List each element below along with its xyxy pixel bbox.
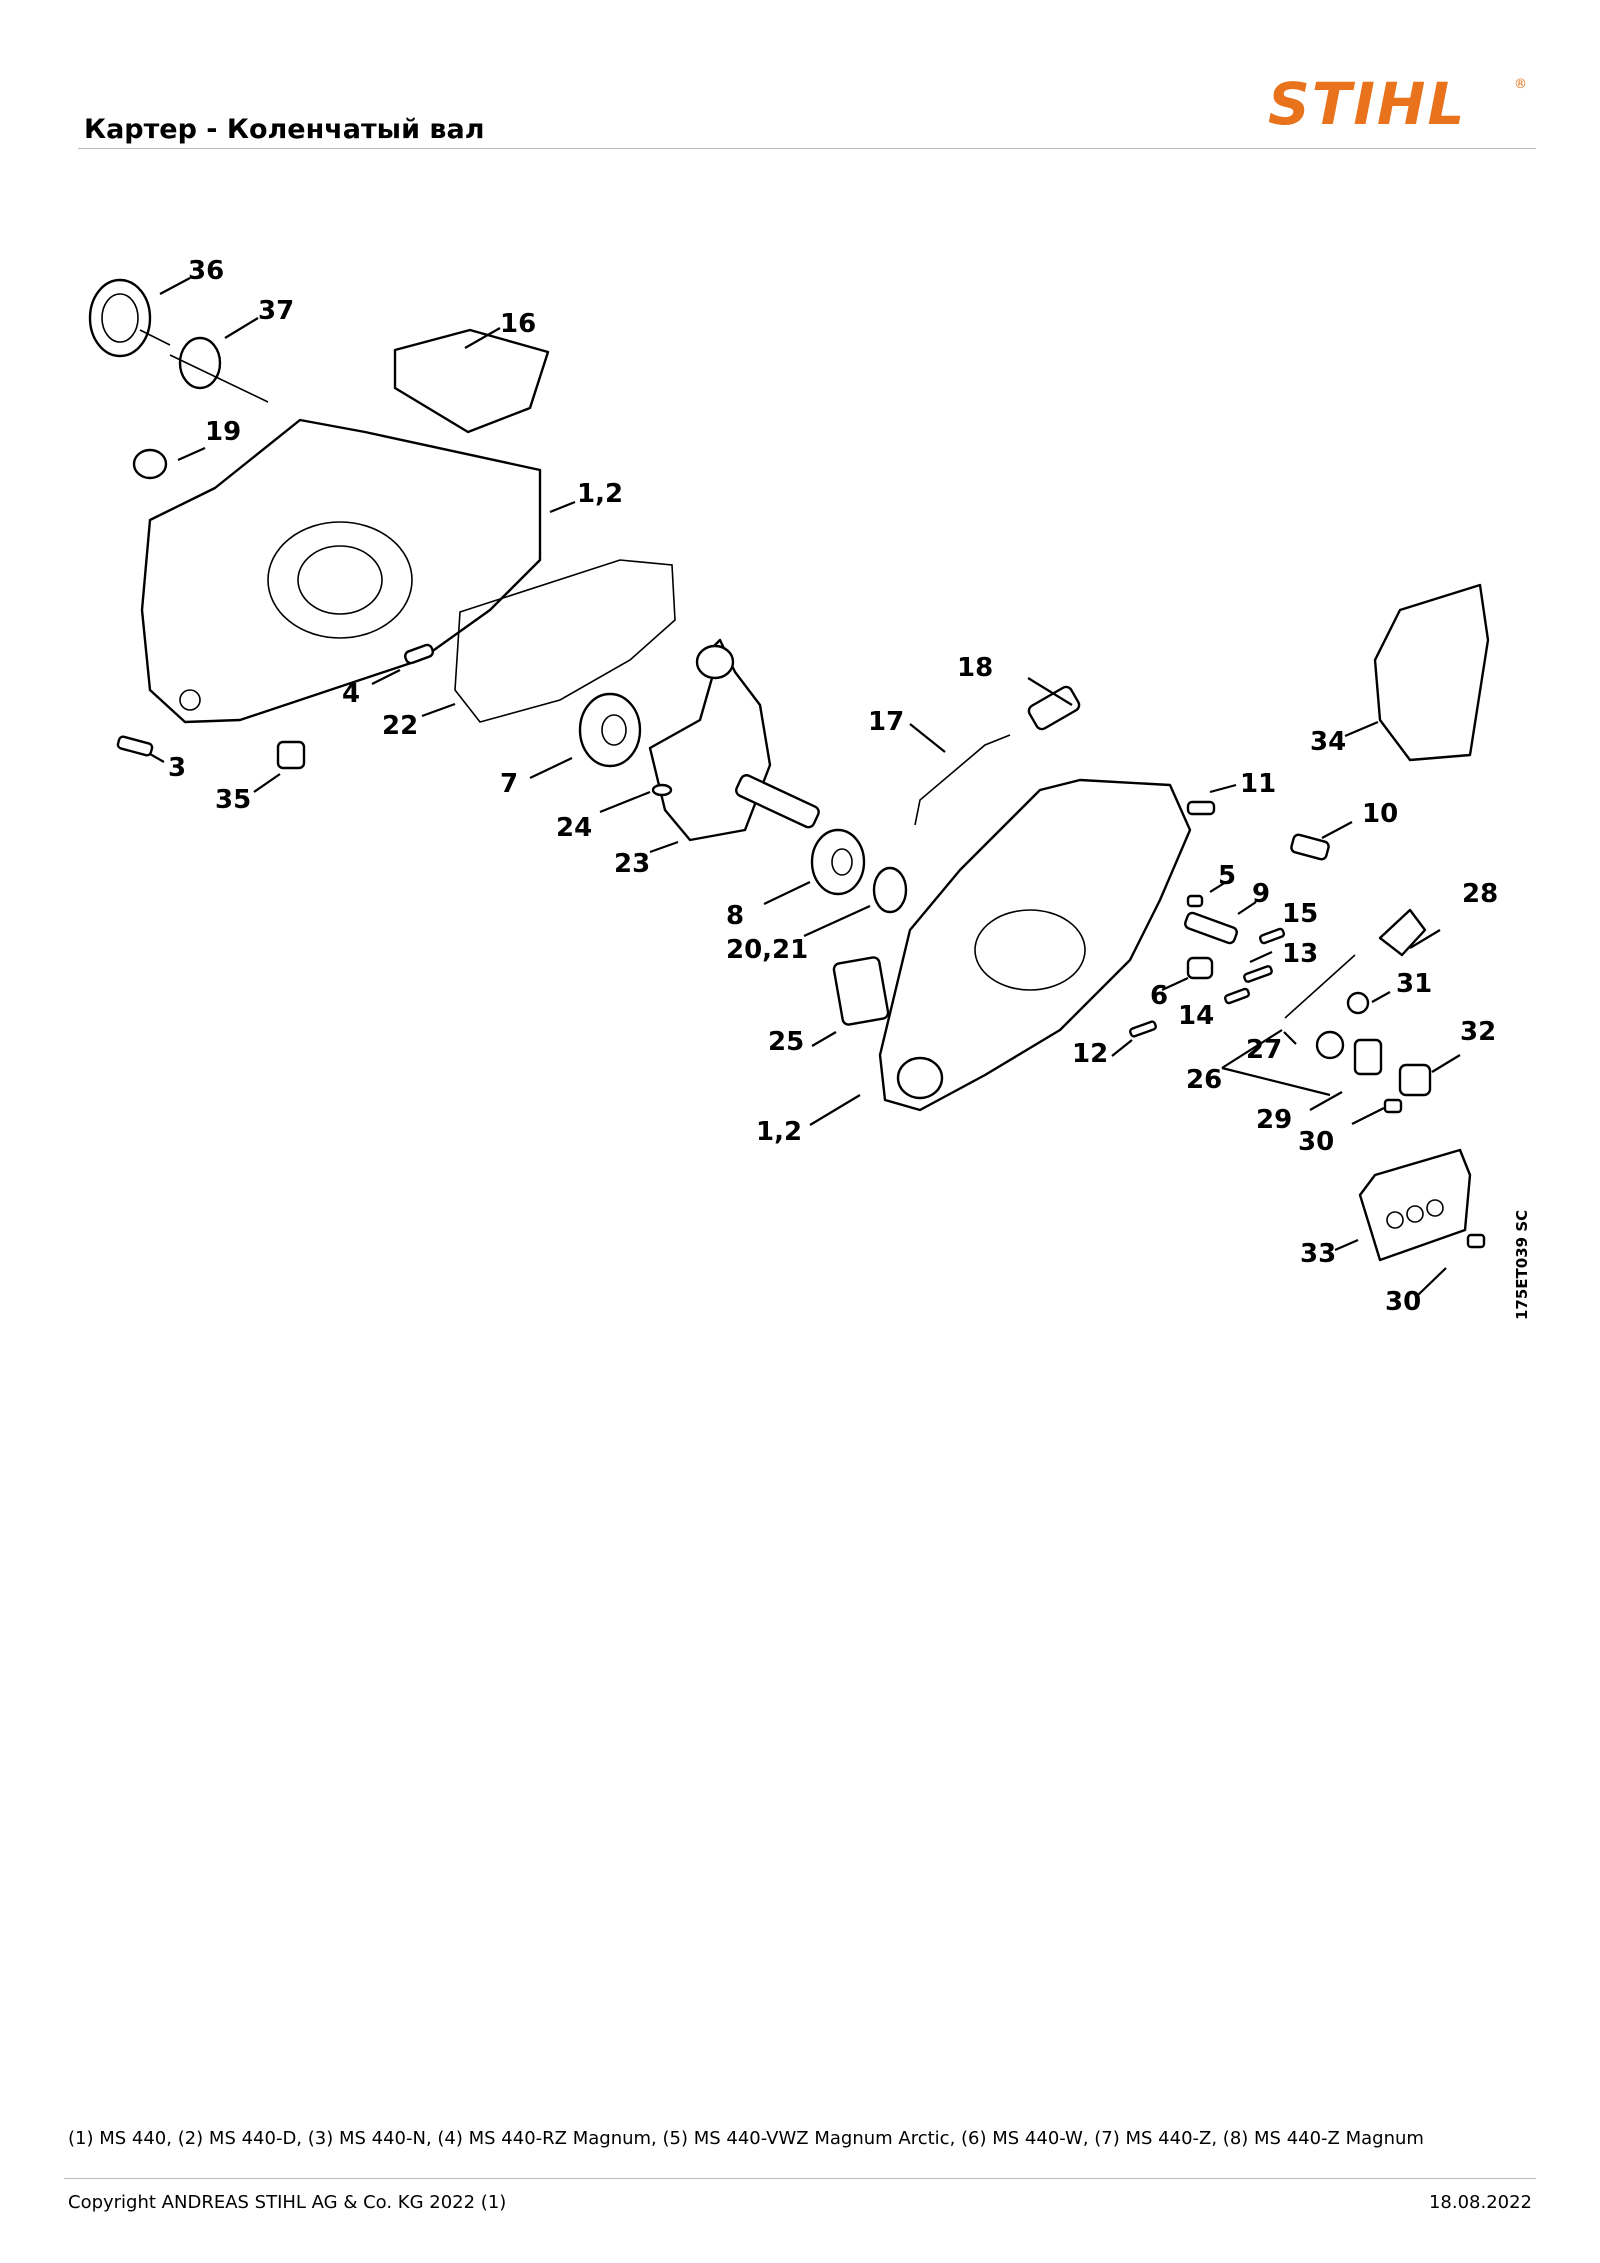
part-30-drawing-b (1466, 1233, 1486, 1249)
callout-label: 26 (1186, 1065, 1222, 1095)
part-17-drawing (914, 734, 1011, 826)
part-25-drawing (832, 956, 890, 1026)
callout-label: 30 (1298, 1127, 1334, 1157)
callout-label: 30 (1385, 1287, 1421, 1317)
stihl-logo: STIHL ® (1268, 70, 1527, 138)
registered-mark: ® (1514, 77, 1527, 92)
part-6-drawing (1186, 956, 1214, 980)
callout-label: 13 (1282, 939, 1318, 969)
page-title: Картер - Коленчатый вал (84, 114, 485, 145)
part-12-drawing (1129, 1020, 1157, 1038)
part-8-drawing (810, 828, 866, 896)
callout-label: 19 (205, 417, 241, 447)
part-34-drawing (1373, 583, 1490, 762)
callout-label: 1,2 (577, 479, 623, 509)
part-36-drawing (88, 278, 171, 358)
stihl-logo-text: STIHL (1268, 70, 1466, 138)
callout-label: 8 (726, 901, 744, 931)
part-4-drawing (404, 643, 434, 665)
models-legend: (1) MS 440, (2) MS 440-D, (3) MS 440-N, … (68, 2128, 1424, 2149)
part-10-drawing (1290, 833, 1330, 861)
callout-label: 25 (768, 1027, 804, 1057)
part-19-drawing (132, 448, 168, 480)
callout-label: 11 (1240, 769, 1276, 799)
callout-label: 33 (1300, 1239, 1336, 1269)
callout-label: 16 (500, 309, 536, 339)
callout-label: 31 (1396, 969, 1432, 999)
callout-label: 36 (188, 256, 224, 286)
callout-labels: 36 37 16 19 1,2 4 22 3 35 7 24 23 18 17 … (168, 256, 1498, 1317)
part-37-drawing (178, 336, 222, 390)
callout-label: 34 (1310, 727, 1346, 757)
callout-label: 35 (215, 785, 251, 815)
callout-label: 22 (382, 711, 418, 741)
callout-label: 32 (1460, 1017, 1496, 1047)
exploded-parts-diagram: 36 37 16 19 1,2 4 22 3 35 7 24 23 18 17 … (88, 256, 1531, 1320)
part-23-drawing (648, 638, 820, 842)
callout-label: 12 (1072, 1039, 1108, 1069)
callout-label: 9 (1252, 879, 1270, 909)
part-33-drawing (1358, 1148, 1472, 1262)
callout-label: 24 (556, 813, 592, 843)
part-16-drawing (393, 328, 550, 434)
callout-label: 6 (1150, 981, 1168, 1011)
part-18-drawing (1027, 685, 1081, 731)
footer-copyright: Copyright ANDREAS STIHL AG & Co. KG 2022… (68, 2192, 507, 2213)
callout-label: 23 (614, 849, 650, 879)
callout-label: 15 (1282, 899, 1318, 929)
callout-label: 28 (1462, 879, 1498, 909)
part-3-drawing (116, 735, 154, 757)
part-27-drawing (1284, 954, 1356, 1019)
part-14-drawing (1224, 987, 1250, 1005)
callout-label: 37 (258, 296, 294, 326)
part-30-drawing-a (1383, 1098, 1403, 1114)
part-drawings (88, 278, 1490, 1262)
callout-label: 1,2 (756, 1117, 802, 1147)
callout-label: 14 (1178, 1001, 1214, 1031)
callout-label: 5 (1218, 861, 1236, 891)
callout-label: 29 (1256, 1105, 1292, 1135)
footer-date: 18.08.2022 (1428, 2192, 1532, 2213)
callout-label: 20,21 (726, 935, 808, 965)
part-20-21-drawing (872, 866, 908, 914)
part-15-drawing (1259, 927, 1285, 945)
part-28-drawing (1378, 908, 1427, 957)
part-7-drawing (578, 692, 642, 768)
callout-label: 17 (868, 707, 904, 737)
callout-label: 10 (1362, 799, 1398, 829)
part-32-drawing (1398, 1063, 1432, 1097)
callout-label: 7 (500, 769, 518, 799)
crankcase-right-drawing (878, 778, 1192, 1112)
crankcase-left-drawing (140, 418, 542, 724)
part-5-drawing (1186, 894, 1204, 908)
leader-lines (149, 277, 1461, 1296)
part-22-drawing (454, 559, 676, 723)
part-11-drawing (1186, 800, 1216, 816)
part-35-drawing (276, 740, 306, 770)
callout-label: 18 (957, 653, 993, 683)
part-29-drawing (1353, 1038, 1383, 1076)
part-9-drawing (1184, 911, 1238, 945)
callout-label: 4 (342, 679, 360, 709)
part-31-drawing (1346, 991, 1370, 1015)
footer-divider (64, 2178, 1536, 2179)
header-divider (78, 148, 1536, 149)
part-13-drawing (1243, 965, 1273, 983)
part-24-drawing (651, 783, 673, 797)
callout-label: 27 (1246, 1035, 1282, 1065)
callout-label: 3 (168, 753, 186, 783)
diagram-code: 175ET039 SC (1513, 1210, 1531, 1320)
